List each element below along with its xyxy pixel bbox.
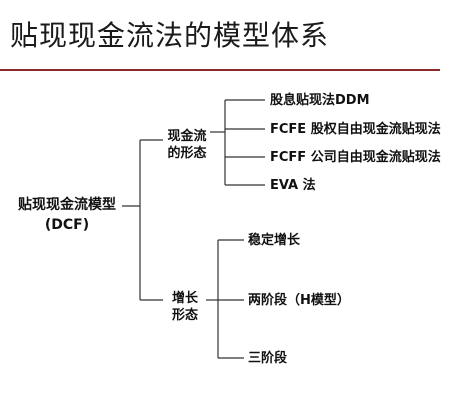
branch-label: 增长 <box>171 291 198 306</box>
leaf-eva: EVA 法 <box>270 178 316 193</box>
leaf-stable-growth: 稳定增长 <box>248 233 301 248</box>
branch-label: 形态 <box>171 308 198 323</box>
title-underline <box>0 69 440 71</box>
root-node: 贴现现金流模型 (DCF) <box>12 195 122 235</box>
page-title: 贴现现金流法的模型体系 <box>10 19 330 52</box>
root-sublabel: (DCF) <box>44 217 90 233</box>
branch-label: 的形态 <box>167 146 207 161</box>
leaf-fcfe: FCFE 股权自由现金流贴现法 <box>270 122 441 137</box>
leaf-fcff: FCFF 公司自由现金流贴现法 <box>270 150 441 165</box>
branch-cashflow-form: 现金流 的形态 <box>163 128 211 162</box>
leaf-three-stage: 三阶段 <box>248 351 288 366</box>
leaf-two-stage: 两阶段（H模型） <box>248 293 350 308</box>
branch-growth-form: 增长 形态 <box>163 290 207 324</box>
branch-label: 现金流 <box>167 129 207 144</box>
leaf-ddm: 股息贴现法DDM <box>270 93 370 108</box>
root-label: 贴现现金流模型 <box>18 197 116 213</box>
